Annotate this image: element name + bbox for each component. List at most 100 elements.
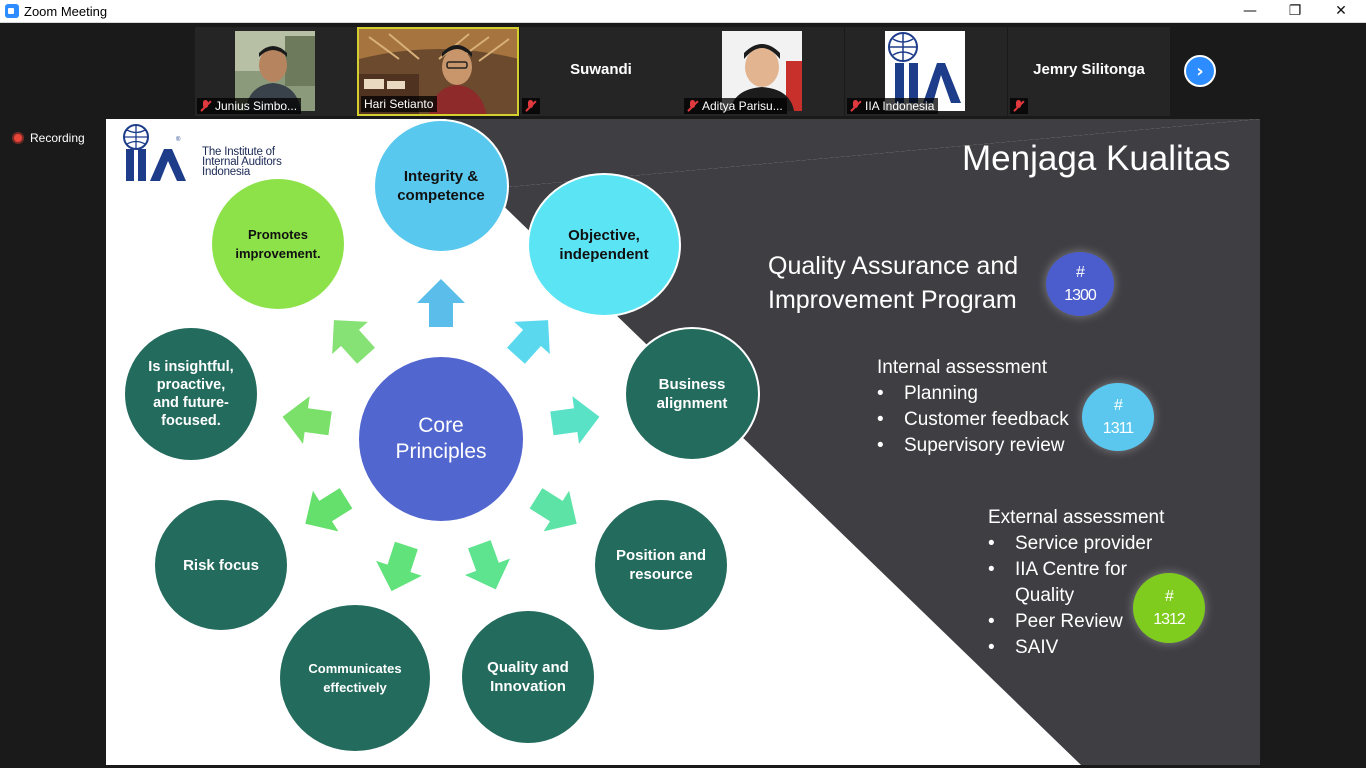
- list-item: Service provider: [988, 531, 1164, 557]
- list-item: SAIV: [988, 635, 1164, 661]
- svg-text:®: ®: [176, 136, 181, 143]
- principle-line: Objective,: [568, 227, 640, 244]
- badge-number: 1311: [1102, 420, 1134, 437]
- participant-tile-suwandi[interactable]: Suwandi: [520, 27, 682, 116]
- participant-name: IIA Indonesia: [865, 99, 935, 113]
- list-item: IIA Centre for: [988, 557, 1164, 583]
- iia-logo: ®: [123, 124, 186, 181]
- arrow-shape: [464, 540, 511, 590]
- qaip-heading: Quality Assurance and Improvement Progra…: [768, 249, 1018, 317]
- list-item: Planning: [877, 381, 1069, 407]
- badge-number: 1312: [1153, 611, 1186, 628]
- participant-tile-iia[interactable]: IIA Indonesia: [845, 27, 1007, 116]
- principle-integrity: Integrity &competence: [373, 119, 509, 253]
- badge-hash: #: [1114, 397, 1123, 414]
- arrow-shape: [417, 279, 465, 327]
- mic-muted-icon: [850, 100, 861, 112]
- principle-risk: Risk focus: [153, 498, 289, 632]
- principle-objective: Objective, independent: [527, 173, 681, 317]
- arrow-shape: [332, 320, 375, 364]
- principle-line: independent: [559, 246, 649, 263]
- recording-label: Recording: [30, 131, 85, 145]
- list-item: Customer feedback: [877, 407, 1069, 433]
- principle-line: effectively: [323, 680, 387, 695]
- arrow-shape: [529, 488, 577, 532]
- badge-1300: # 1300: [1046, 252, 1114, 316]
- core-principles-circle: Core Principles: [357, 355, 525, 523]
- window-title: Zoom Meeting: [24, 4, 108, 19]
- arrow-shape: [305, 488, 353, 532]
- participant-nametag: Hari Setianto: [361, 96, 438, 112]
- recording-dot-icon: [12, 132, 24, 144]
- badge-1312: # 1312: [1133, 573, 1205, 643]
- participant-video: [235, 31, 315, 111]
- participant-name-large: Suwandi: [570, 61, 632, 78]
- participant-tile-jemry[interactable]: Jemry Silitonga: [1008, 27, 1170, 116]
- list-item: Supervisory review: [877, 433, 1069, 459]
- participant-name: Hari Setianto: [364, 97, 434, 111]
- zoom-logo-icon: [5, 4, 19, 18]
- external-heading: External assessment: [988, 507, 1165, 528]
- principle-line: Integrity &: [403, 168, 479, 185]
- close-button[interactable]: ✕: [1335, 3, 1347, 19]
- participant-name: Junius Simbo...: [215, 99, 298, 113]
- title-bar: Zoom Meeting — ❐ ✕: [0, 0, 1366, 23]
- minimize-button[interactable]: —: [1243, 3, 1257, 19]
- principle-line: Promotes: [248, 227, 308, 242]
- arrow-shape: [550, 396, 600, 444]
- participant-nametag: Junius Simbo...: [197, 98, 302, 114]
- principle-line: alignment: [656, 395, 728, 412]
- participant-nametag: [1010, 98, 1028, 114]
- badge-hash: #: [1165, 588, 1174, 605]
- principle-line: focused.: [161, 413, 221, 429]
- chevron-right-icon: ›: [1196, 60, 1204, 82]
- participant-tile-aditya[interactable]: Aditya Parisu...: [682, 27, 844, 116]
- list-item: Peer Review: [988, 609, 1164, 635]
- mic-muted-icon: [687, 100, 698, 112]
- participant-name: Aditya Parisu...: [702, 99, 783, 113]
- principle-business: Business alignment: [624, 327, 760, 461]
- external-list: Service provider IIA Centre for Quality …: [988, 531, 1164, 661]
- mic-muted-icon: [1013, 100, 1024, 112]
- shared-slide: ® The Institute of Internal Auditors Ind…: [106, 119, 1260, 765]
- badge-hash: #: [1076, 264, 1085, 281]
- internal-list: Planning Customer feedback Supervisory r…: [877, 381, 1069, 459]
- maximize-button[interactable]: ❐: [1288, 3, 1302, 19]
- participant-tile-hari[interactable]: Hari Setianto: [357, 27, 519, 116]
- recording-indicator[interactable]: Recording: [12, 131, 85, 145]
- participant-name-large: Jemry Silitonga: [1033, 61, 1145, 78]
- arrow-shape: [376, 541, 422, 592]
- arrow-shape: [507, 320, 550, 364]
- principle-line: Business: [658, 376, 726, 393]
- principle-line: Innovation: [490, 678, 566, 695]
- principle-line: improvement.: [235, 246, 321, 261]
- next-page-button[interactable]: ›: [1184, 55, 1216, 87]
- principle-line: resource: [629, 566, 693, 583]
- logo-line-3: Indonesia: [202, 166, 251, 178]
- principle-line: and future-: [153, 395, 229, 411]
- badge-number: 1300: [1064, 287, 1097, 304]
- mic-muted-icon: [200, 100, 211, 112]
- internal-assessment-section: Internal assessment Planning Customer fe…: [877, 355, 1069, 459]
- principle-line: Is insightful,: [148, 359, 234, 375]
- list-item: Quality: [1015, 585, 1075, 606]
- core-line-2: Principles: [395, 440, 487, 463]
- core-line-1: Core: [418, 414, 464, 437]
- principle-line: Risk focus: [183, 556, 259, 574]
- participant-tile-junius[interactable]: Junius Simbo...: [195, 27, 357, 116]
- qaip-line-1: Quality Assurance and: [768, 252, 1019, 280]
- slide-title: Menjaga Kualitas: [962, 139, 1231, 178]
- badge-1311: # 1311: [1082, 383, 1154, 451]
- principle-promotes: Promotes improvement.: [210, 177, 346, 311]
- arrows-layer: [282, 279, 600, 592]
- participant-nametag: Aditya Parisu...: [684, 98, 787, 114]
- participant-nametag: [522, 98, 540, 114]
- principle-line: Communicates: [308, 661, 402, 676]
- principle-communicates: Communicates effectively: [278, 603, 432, 753]
- participant-nametag: IIA Indonesia: [847, 98, 939, 114]
- logo-text: The Institute of Internal Auditors Indon…: [202, 146, 282, 178]
- mic-muted-icon: [525, 100, 536, 112]
- arrow-shape: [282, 396, 332, 444]
